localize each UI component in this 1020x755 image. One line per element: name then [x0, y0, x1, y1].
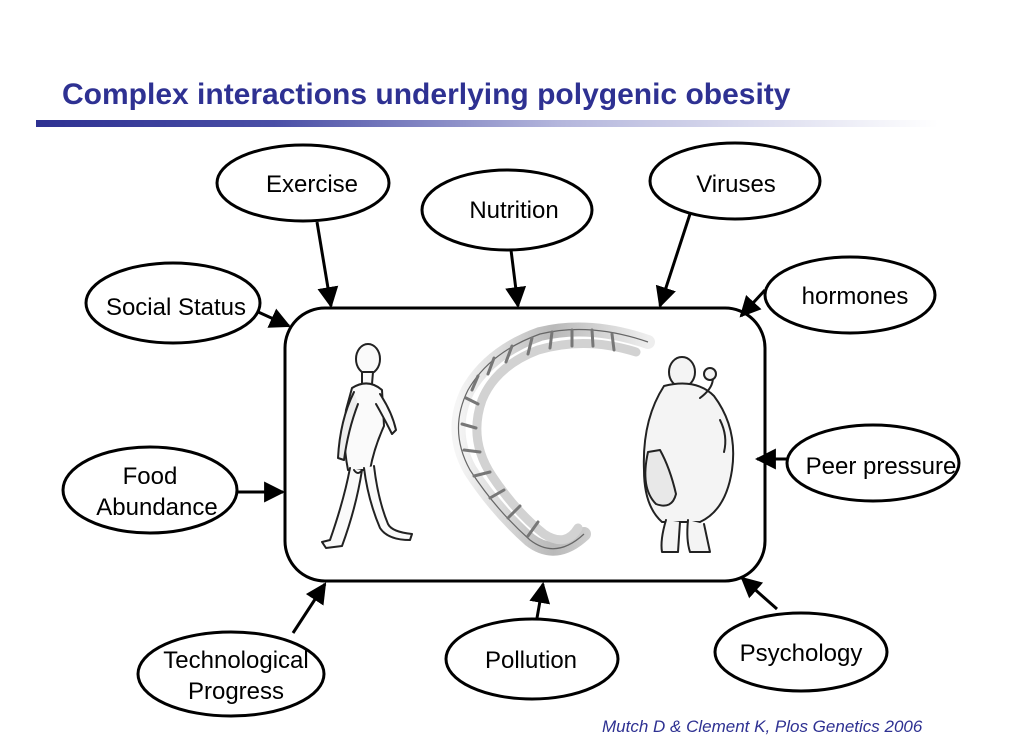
arrow-nutrition [505, 249, 527, 309]
arrow-social-status [255, 308, 291, 328]
factor-label-pollution: Pollution [485, 647, 577, 674]
factor-node-peer-pressure: Peer pressure [785, 423, 961, 503]
factor-label-progress: Progress [188, 678, 284, 705]
obese-man-illustration [642, 356, 735, 553]
factor-node-viruses: Viruses [648, 141, 822, 221]
arrow-viruses [655, 213, 692, 308]
arrows [236, 213, 788, 634]
factor-node-hormones: hormones [763, 255, 937, 335]
factor-node-pollution: Pollution [444, 617, 620, 701]
factor-label-viruses: Viruses [696, 171, 776, 198]
factor-label-technological: Technological [163, 647, 308, 674]
lean-man-illustration [321, 343, 413, 549]
arrow-pollution [529, 581, 551, 619]
factor-label-psychology: Psychology [740, 640, 863, 667]
arrow-psychology [740, 576, 778, 611]
factor-label-hormones: hormones [802, 283, 909, 310]
factor-label-nutrition: Nutrition [469, 197, 558, 224]
factor-label-food: Food [123, 463, 178, 490]
factor-node-social-status: Social Status [84, 261, 262, 345]
slide-title: Complex interactions underlying polygeni… [62, 78, 791, 111]
factor-node-psychology: Psychology [713, 611, 889, 693]
arrow-exercise [315, 221, 339, 309]
arrow-technological-progress [291, 582, 327, 634]
title-underline [36, 120, 986, 127]
factor-node-exercise: Exercise [215, 143, 391, 223]
dna-helix-illustration [451, 322, 655, 556]
factor-node-food-abundance: Food Abundance [61, 445, 239, 535]
factor-label-exercise: Exercise [266, 171, 358, 198]
factor-node-technological-progress: Technological Progress [136, 630, 326, 718]
arrow-hormones [739, 288, 767, 318]
factor-label-abundance: Abundance [96, 494, 217, 521]
citation: Mutch D & Clement K, Plos Genetics 2006 [602, 717, 923, 736]
factor-label-social-status: Social Status [106, 294, 246, 321]
factor-label-peer-pressure: Peer pressure [806, 453, 957, 480]
factor-node-nutrition: Nutrition [420, 168, 594, 252]
